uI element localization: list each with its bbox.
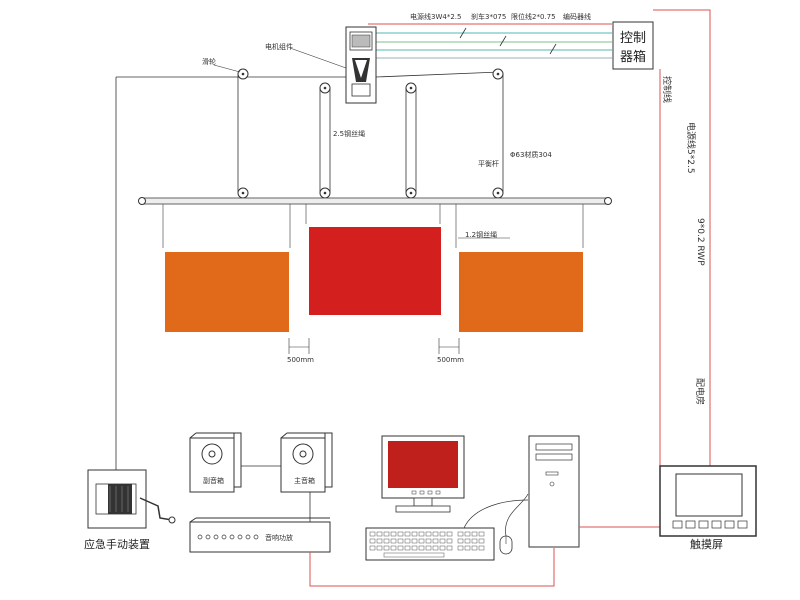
hanger-wires bbox=[162, 204, 584, 248]
control-box-label-2: 器箱 bbox=[620, 49, 646, 65]
limit-cable-label: 限位线2*0.75 bbox=[511, 12, 556, 21]
monitor bbox=[381, 435, 465, 513]
power-cable-label: 电源线3W4*2.5 bbox=[410, 12, 461, 21]
touch-screen-label: 触摸屏 bbox=[690, 537, 723, 551]
balance-bar bbox=[138, 197, 612, 205]
control-box-label-1: 控制 bbox=[620, 31, 646, 46]
main-speaker bbox=[280, 432, 333, 493]
touch-screen-panel bbox=[659, 465, 757, 537]
steel-wire-25-label: 2.5钢丝绳 bbox=[333, 129, 365, 138]
gap-left-label: 500mm bbox=[287, 356, 314, 364]
amplifier bbox=[189, 517, 331, 553]
steel-wire-12-label: 1.2钢丝绳 bbox=[465, 230, 497, 239]
dimension-marks bbox=[288, 338, 460, 354]
encoder-cable-label: 编码器线 bbox=[563, 12, 591, 21]
right-screen bbox=[459, 252, 583, 332]
emergency-manual-device bbox=[87, 469, 176, 529]
balance-bar-label: 平衡杆 bbox=[478, 159, 499, 168]
gap-right-label: 500mm bbox=[437, 356, 464, 364]
amplifier-label: 音响功放 bbox=[265, 533, 293, 542]
left-screen bbox=[165, 252, 289, 332]
power-line-5-label: 电源线5*2.5 bbox=[685, 122, 697, 174]
power-line-red bbox=[653, 9, 711, 466]
power-room-label: 配电房 bbox=[694, 378, 706, 405]
sub-speaker bbox=[189, 432, 242, 493]
amp-red-wire bbox=[309, 548, 555, 587]
pc-tower bbox=[528, 435, 580, 548]
control-line-label: 控制线 bbox=[661, 76, 673, 103]
pulley-system bbox=[115, 68, 504, 480]
mouse bbox=[499, 493, 529, 555]
control-box: 控制 器箱 bbox=[612, 21, 654, 70]
center-screen bbox=[309, 227, 441, 315]
main-speaker-label: 主音箱 bbox=[294, 476, 315, 485]
rwp-line-label: 9*0.2 RWP bbox=[695, 218, 705, 266]
brake-label: 刹车3*075 bbox=[471, 12, 506, 21]
keyboard bbox=[365, 527, 495, 561]
top-cables bbox=[368, 23, 612, 59]
sub-speaker-label: 副音箱 bbox=[203, 476, 224, 485]
emergency-manual-label: 应急手动装置 bbox=[84, 537, 150, 551]
motor-assembly-label: 电机组件 bbox=[265, 42, 293, 51]
motor-assembly bbox=[345, 26, 377, 104]
pulley-label: 滑轮 bbox=[202, 57, 216, 66]
pipe-spec-label: Φ63材质304 bbox=[510, 150, 552, 159]
